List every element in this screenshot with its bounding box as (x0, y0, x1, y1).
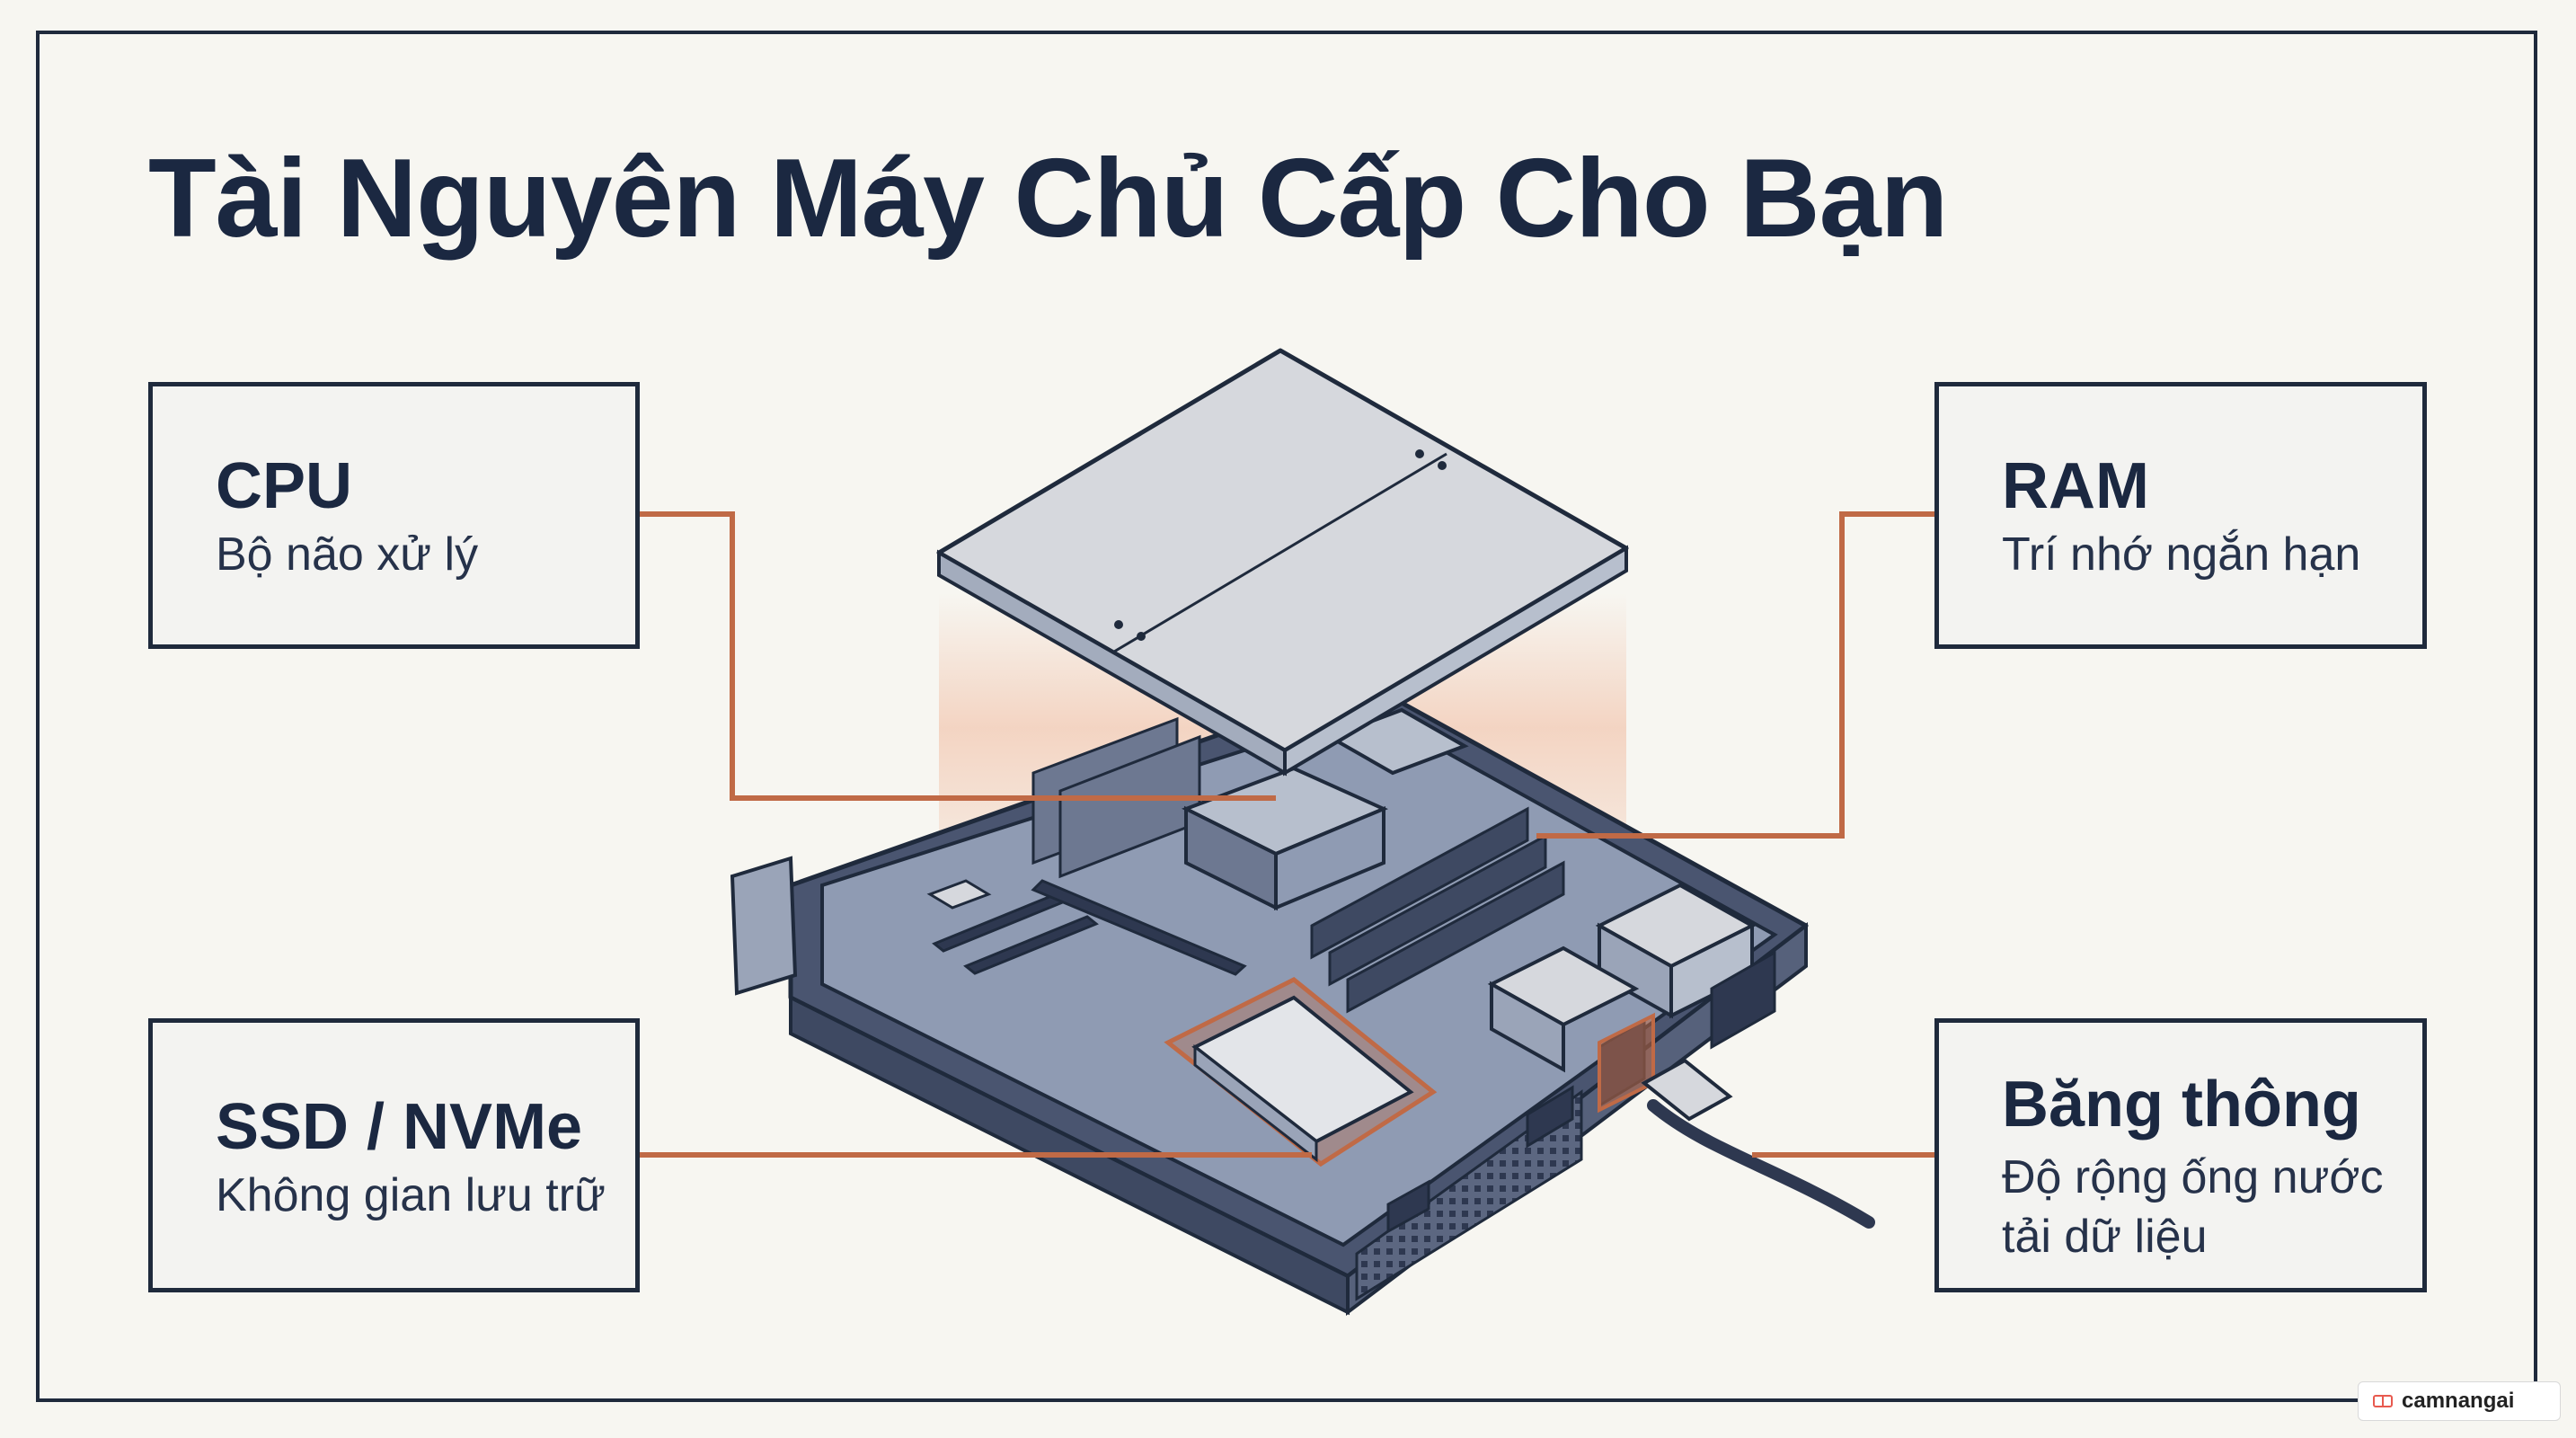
rack-ear (730, 856, 798, 996)
server-lid (936, 348, 1629, 777)
page-title: Tài Nguyên Máy Chủ Cấp Cho Bạn (148, 137, 1948, 261)
card-cpu: CPU Bộ não xử lý (148, 382, 640, 649)
card-ssd-name: SSD / NVMe (216, 1091, 583, 1163)
card-bandwidth-desc-1: Độ rộng ống nước (2002, 1151, 2384, 1203)
card-ram-name: RAM (2002, 450, 2149, 522)
diagram-frame (36, 31, 2537, 1402)
card-bandwidth-name: Băng thông (2002, 1069, 2361, 1141)
card-ssd: SSD / NVMe Không gian lưu trữ (148, 1018, 640, 1292)
card-ram: RAM Trí nhớ ngắn hạn (1934, 382, 2427, 649)
card-bandwidth: Băng thông Độ rộng ống nước tải dữ liệu (1934, 1018, 2427, 1292)
ram-modules (1310, 806, 1565, 1014)
card-cpu-name: CPU (216, 450, 353, 522)
network-cable (1647, 1099, 1875, 1229)
small-chip (926, 879, 992, 910)
card-ram-desc: Trí nhớ ngắn hạn (2002, 528, 2361, 581)
side-vents (1355, 1089, 1583, 1301)
book-icon (2373, 1395, 2393, 1407)
watermark-badge: camnangai (2358, 1381, 2561, 1421)
card-cpu-desc: Bộ não xử lý (216, 528, 479, 581)
connector-ram (1536, 511, 1934, 839)
cable-plug (1641, 1058, 1733, 1122)
connector-cpu (640, 511, 1276, 801)
connector-lines (640, 511, 1934, 1158)
watermark-text: camnangai (2402, 1389, 2515, 1413)
card-ssd-desc: Không gian lưu trữ (216, 1169, 606, 1221)
card-bandwidth-desc-2: tải dữ liệu (2002, 1211, 2208, 1263)
pcie-slots (932, 879, 1247, 976)
